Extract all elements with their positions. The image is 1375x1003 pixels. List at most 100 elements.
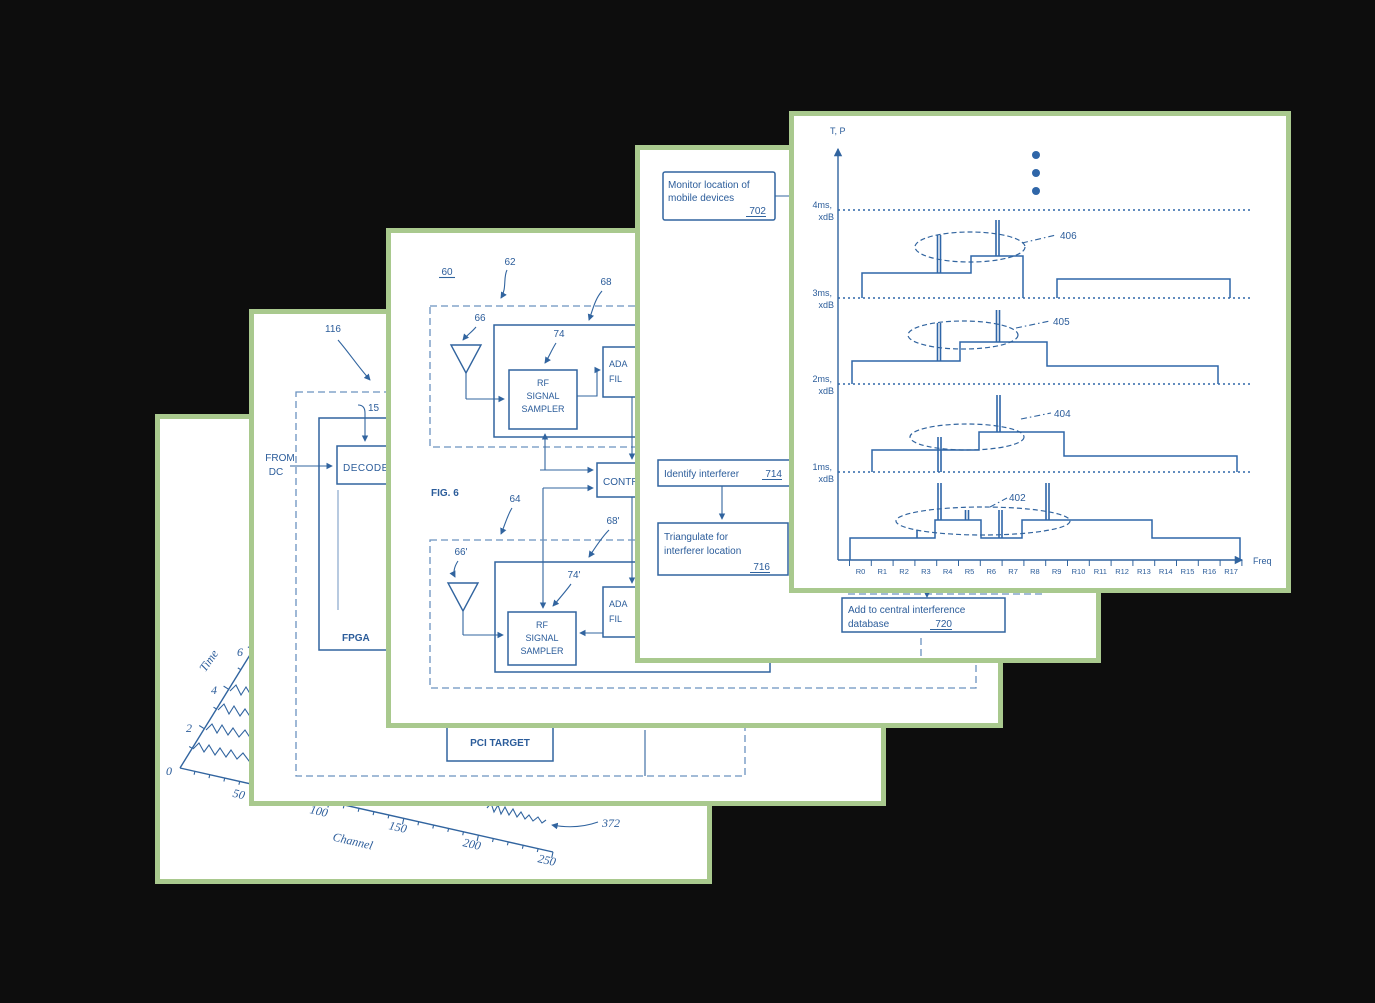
svg-text:R13: R13: [1137, 567, 1151, 576]
channel-tick-200: 200: [462, 835, 483, 853]
svg-text:68: 68: [600, 277, 612, 288]
ada2-line1: ADA: [609, 599, 628, 609]
waveform-406: 406: [862, 220, 1230, 298]
freq-tick-labels: R0 R1 R2 R3 R4 R5 R6 R7 R8 R9 R10 R11 R1…: [856, 567, 1238, 576]
svg-text:R9: R9: [1052, 567, 1062, 576]
svg-text:R7: R7: [1008, 567, 1018, 576]
channel-axis-label: Channel: [332, 830, 375, 853]
channel-tick-50: 50: [231, 786, 246, 802]
svg-text:66': 66': [454, 547, 467, 558]
svg-text:R17: R17: [1224, 567, 1238, 576]
ada1-line2: FIL: [609, 374, 622, 384]
ref-720: 720: [935, 619, 952, 630]
control-label: CONTR: [603, 477, 639, 488]
y-axis-label: T, P: [830, 126, 846, 136]
ref-15: 15: [368, 403, 380, 414]
ref-702: 702: [749, 206, 766, 217]
label-3ms-db: xdB: [818, 300, 834, 310]
box702-line1: Monitor location of: [668, 180, 750, 191]
box-716: Triangulate for interferer location 716: [658, 523, 788, 575]
decoder-label: DECODE: [343, 463, 389, 474]
ref-60: 60: [439, 267, 455, 278]
label-1ms: 1ms,: [812, 462, 832, 472]
label-1ms-db: xdB: [818, 474, 834, 484]
label-4ms-db: xdB: [818, 212, 834, 222]
time-axis-label: Time: [196, 647, 221, 675]
svg-text:R2: R2: [899, 567, 909, 576]
svg-text:62: 62: [504, 257, 516, 268]
svg-text:66: 66: [474, 313, 486, 324]
ref-116: 116: [325, 324, 341, 335]
ref-405: 405: [1053, 317, 1070, 328]
from-dc-line1: FROM: [265, 453, 294, 464]
rf1-line1: RF: [537, 378, 549, 388]
label-3ms: 3ms,: [812, 288, 832, 298]
pci-target-label: PCI TARGET: [470, 738, 530, 749]
ref-406: 406: [1060, 231, 1077, 242]
ref-15-callout: 15: [358, 403, 380, 441]
ref-62-callout: 62: [501, 257, 516, 298]
rf1-line2: SIGNAL: [526, 391, 559, 401]
box716-line2: interferer location: [664, 546, 741, 557]
ref-64-callout: 64: [501, 494, 521, 534]
svg-text:R8: R8: [1030, 567, 1040, 576]
svg-text:R6: R6: [987, 567, 997, 576]
box702-line2: mobile devices: [668, 193, 734, 204]
svg-text:R4: R4: [943, 567, 953, 576]
ref-68p-callout: 68': [589, 516, 620, 557]
svg-text:R10: R10: [1072, 567, 1086, 576]
rf1-line3: SAMPLER: [521, 404, 565, 414]
waveform-402: 402: [850, 483, 1240, 560]
rf2-line3: SAMPLER: [520, 646, 564, 656]
vertical-ellipsis-dots: [1032, 151, 1040, 195]
label-2ms-db: xdB: [818, 386, 834, 396]
waveform-404: 404: [872, 395, 1237, 472]
ref-68-callout: 68: [589, 277, 612, 320]
ref-74p-callout: 74': [553, 570, 581, 606]
channel-tick-150: 150: [388, 818, 409, 836]
time-tick-0: 0: [166, 764, 172, 778]
svg-text:R12: R12: [1115, 567, 1129, 576]
svg-text:74: 74: [553, 329, 565, 340]
svg-text:68': 68': [606, 516, 619, 527]
ref-66p-callout: 66': [454, 547, 468, 577]
ref-404: 404: [1054, 409, 1071, 420]
box714-text: Identify interferer: [664, 469, 740, 480]
svg-text:60: 60: [441, 267, 453, 278]
svg-text:R14: R14: [1159, 567, 1173, 576]
ref-66-callout: 66: [463, 313, 486, 340]
ref-116-callout: 116: [325, 324, 370, 380]
svg-text:R0: R0: [856, 567, 866, 576]
ada2-line2: FIL: [609, 614, 622, 624]
time-tick-4: 4: [211, 683, 217, 697]
patent-page-chart[interactable]: T, P Freq 4ms, xdB 3ms, xdB 2ms, xdB 1ms…: [789, 111, 1291, 593]
label-4ms: 4ms,: [812, 200, 832, 210]
box-720: Add to central interference database 720: [842, 591, 1046, 656]
x-axis-label: Freq: [1253, 556, 1272, 566]
time-tick-2: 2: [186, 721, 192, 735]
fig4-chart-svg: T, P Freq 4ms, xdB 3ms, xdB 2ms, xdB 1ms…: [794, 116, 1286, 588]
fig6-label: FIG. 6: [431, 488, 459, 499]
channel-tick-250: 250: [537, 851, 558, 869]
freq-tick-marks: [850, 560, 1242, 566]
svg-text:R16: R16: [1202, 567, 1216, 576]
box-714: Identify interferer 714: [658, 460, 790, 486]
time-tick-6: 6: [237, 645, 243, 659]
from-dc-line2: DC: [269, 467, 283, 478]
from-dc-input: FROM DC: [265, 453, 332, 478]
ada1-line1: ADA: [609, 359, 628, 369]
rf2-line1: RF: [536, 620, 548, 630]
time-axis: 0 2 4 6 Time: [166, 645, 253, 778]
box716-line1: Triangulate for: [664, 532, 729, 543]
box720-line1: Add to central interference: [848, 605, 966, 616]
ref-74-callout: 74: [545, 329, 565, 363]
ref-714: 714: [765, 469, 782, 480]
ref-372: 372: [601, 816, 620, 830]
svg-text:R15: R15: [1181, 567, 1195, 576]
svg-text:74': 74': [567, 570, 580, 581]
fpga-label: FPGA: [342, 633, 370, 644]
svg-text:R1: R1: [878, 567, 888, 576]
rf2-line2: SIGNAL: [525, 633, 558, 643]
rf1-to-ada1-wire: [577, 370, 600, 396]
